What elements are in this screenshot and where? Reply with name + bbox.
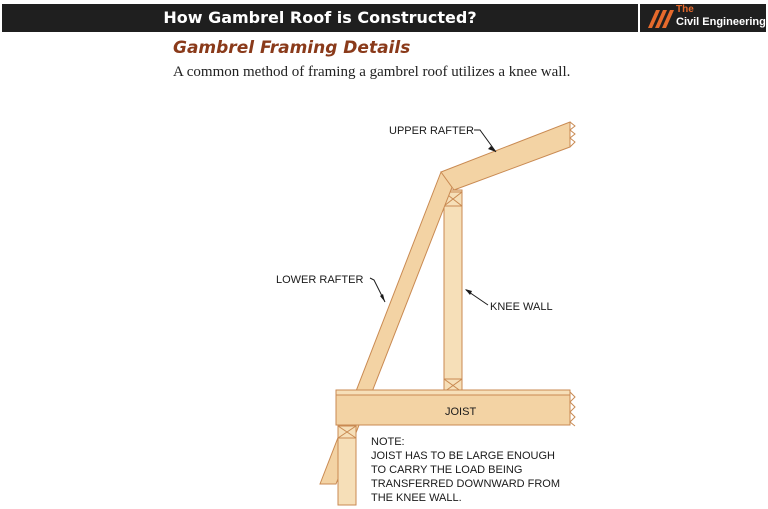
note-line: NOTE:	[371, 436, 405, 448]
lower-rafter-label: LOWER RAFTER	[276, 274, 363, 286]
joist-break	[569, 391, 576, 427]
figure-heading: Gambrel Framing Details	[173, 38, 411, 58]
note-line: THE KNEE WALL.	[371, 492, 462, 504]
joist-label: JOIST	[445, 406, 476, 418]
logo-slashes-icon	[648, 10, 674, 28]
note-line: TRANSFERRED DOWNWARD FROM	[371, 478, 560, 490]
subfloor	[335, 389, 571, 396]
note-block: NOTE: JOIST HAS TO BE LARGE ENOUGH TO CA…	[371, 436, 560, 504]
logo-the-text: The	[676, 4, 694, 15]
note-line: TO CARRY THE LOAD BEING	[371, 464, 522, 476]
site-logo[interactable]: The Civil Engineering	[640, 4, 766, 32]
wall-top-blocking	[337, 425, 357, 439]
lower-rafter-leader	[369, 277, 386, 303]
joist	[335, 394, 571, 426]
lower-rafter-arrow-icon	[380, 294, 385, 302]
knee-wall-stud	[443, 189, 463, 393]
upper-rafter-arrow-icon	[488, 146, 496, 152]
upper-rafter-leader	[474, 129, 497, 153]
exterior-wall-stud	[337, 424, 357, 506]
upper-rafter-label: UPPER RAFTER	[389, 125, 474, 137]
note-line: JOIST HAS TO BE LARGE ENOUGH	[371, 450, 555, 462]
knee-wall-arrow-icon	[465, 289, 472, 295]
header-banner: How Gambrel Roof is Constructed? The Civ…	[0, 0, 768, 34]
figure-caption: A common method of framing a gambrel roo…	[173, 64, 571, 80]
title-bar: How Gambrel Roof is Constructed?	[2, 4, 638, 32]
upper-rafter-break	[569, 121, 576, 148]
logo-name-text: Civil Engineering	[676, 16, 766, 28]
knee-wall-label: KNEE WALL	[490, 301, 553, 313]
page-title: How Gambrel Roof is Constructed?	[163, 8, 477, 27]
